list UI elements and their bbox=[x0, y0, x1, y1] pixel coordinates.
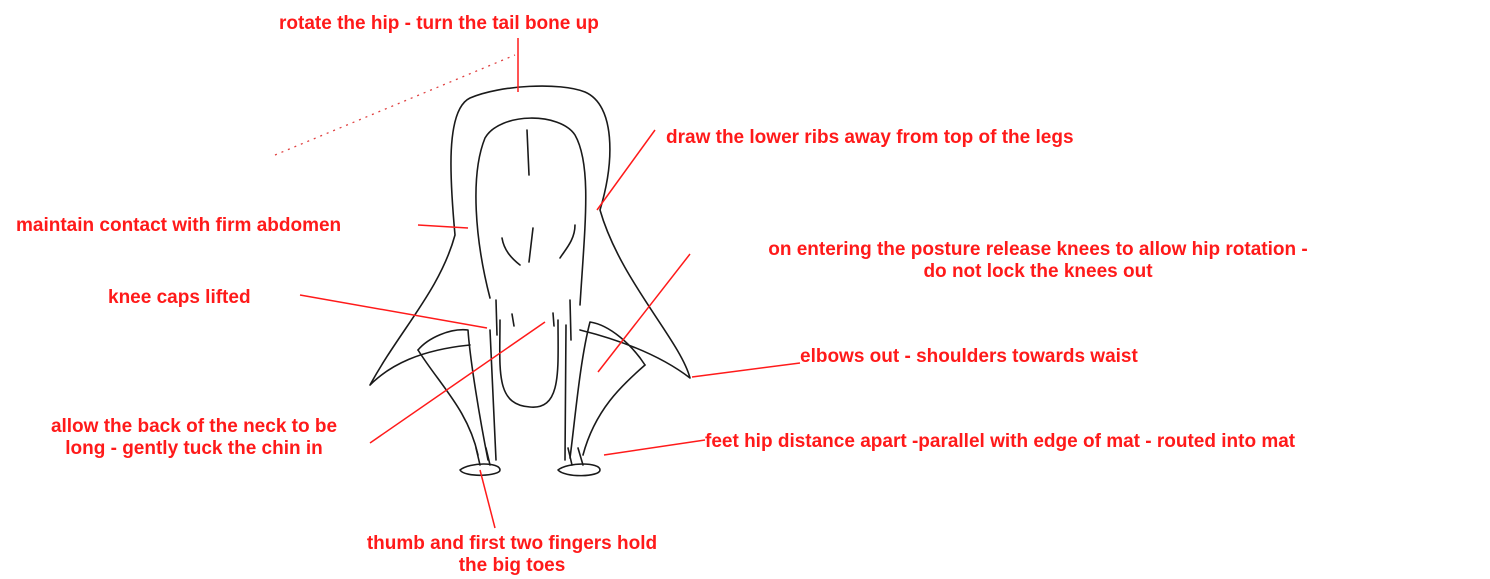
right-knee-line bbox=[570, 300, 571, 340]
outer-leg-outline bbox=[370, 86, 690, 385]
annotation-knees: on entering the posture release knees to… bbox=[688, 239, 1388, 283]
kneecap-right bbox=[553, 313, 554, 326]
annotation-feet: feet hip distance apart -parallel with e… bbox=[705, 431, 1295, 453]
left-knee-line bbox=[496, 300, 497, 335]
annotation-ribs: draw the lower ribs away from top of the… bbox=[666, 127, 1074, 149]
annotation-toes-line2: the big toes bbox=[312, 555, 712, 577]
annotation-hip: rotate the hip - turn the tail bone up bbox=[279, 13, 599, 35]
kneecap-left bbox=[512, 314, 514, 326]
annotation-neck-line1: allow the back of the neck to be bbox=[0, 416, 392, 438]
pointer-elbows bbox=[692, 363, 800, 377]
pointer-toes bbox=[480, 470, 495, 528]
right-arm-outer bbox=[570, 322, 645, 458]
annotation-neck: allow the back of the neck to be long - … bbox=[0, 416, 392, 460]
left-forearm bbox=[490, 330, 496, 460]
left-rib-line bbox=[502, 238, 520, 265]
tailbone-direction-dotted-line bbox=[275, 55, 515, 155]
annotation-knees-line1: on entering the posture release knees to… bbox=[688, 239, 1388, 261]
annotation-abdomen: maintain contact with firm abdomen bbox=[16, 215, 341, 237]
pointer-neck bbox=[370, 322, 545, 443]
pointer-feet bbox=[604, 440, 705, 455]
inner-leg-outline bbox=[476, 118, 586, 305]
left-arm-outer bbox=[418, 330, 488, 460]
annotation-neck-line2: long - gently tuck the chin in bbox=[0, 438, 392, 460]
annotation-knees-line2: do not lock the knees out bbox=[688, 261, 1388, 283]
pointer-kneecaps bbox=[300, 295, 487, 328]
pointer-knees bbox=[598, 254, 690, 372]
pointer-abdomen bbox=[418, 225, 468, 228]
right-rib-line bbox=[560, 225, 575, 258]
annotation-toes-line1: thumb and first two fingers hold bbox=[312, 533, 712, 555]
body-outline bbox=[370, 86, 690, 476]
left-arm-inner bbox=[418, 350, 478, 455]
back-line bbox=[529, 228, 533, 262]
annotation-toes: thumb and first two fingers hold the big… bbox=[312, 533, 712, 577]
right-forearm bbox=[565, 325, 566, 460]
annotation-elbows: elbows out - shoulders towards waist bbox=[800, 346, 1138, 368]
left-toes bbox=[476, 448, 490, 465]
annotation-kneecaps: knee caps lifted bbox=[108, 287, 251, 309]
pointer-ribs bbox=[597, 130, 655, 210]
spine-line bbox=[527, 130, 529, 175]
right-foot bbox=[558, 464, 600, 476]
right-arm-inner bbox=[583, 365, 645, 455]
